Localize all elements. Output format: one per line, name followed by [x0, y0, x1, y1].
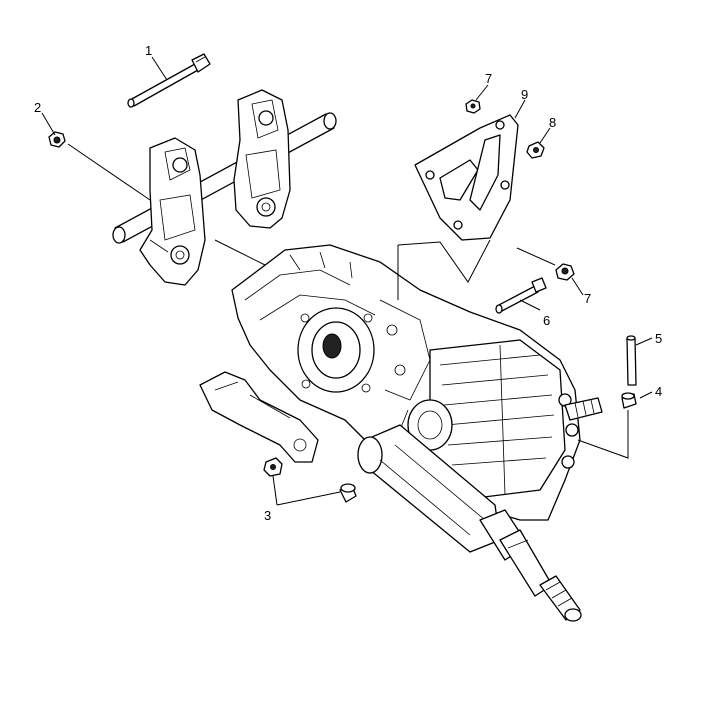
- part-8-bolt: [526, 141, 545, 159]
- callout-3: 3: [264, 508, 271, 523]
- part-9-plate: [414, 114, 519, 241]
- callout-2: 2: [34, 100, 41, 115]
- output-housing-and-axle: [357, 424, 582, 622]
- part-4-bushing: [621, 392, 637, 409]
- callout-5: 5: [655, 331, 662, 346]
- callout-8: 8: [549, 115, 556, 130]
- part-1-bolt: [127, 53, 211, 108]
- callout-9: 9: [521, 87, 528, 102]
- part-7-nut-lower: [555, 263, 575, 281]
- callout-4: 4: [655, 384, 662, 399]
- leader-lines: [41, 56, 653, 506]
- part-3-bracket: [199, 371, 319, 463]
- callout-1: 1: [145, 43, 152, 58]
- mounting-shaft: [112, 112, 337, 244]
- part-3-bolt-b: [339, 483, 357, 503]
- left-mounting-bracket: [139, 137, 206, 286]
- part-5-pin: [626, 335, 637, 386]
- part-7-nut-upper: [465, 99, 481, 114]
- callout-7-upper: 7: [485, 71, 492, 86]
- part-6-bolt: [495, 277, 547, 314]
- transaxle-housing: [231, 244, 603, 521]
- callout-6: 6: [543, 313, 550, 328]
- part-2-nut: [48, 131, 66, 148]
- part-3-bolt-a: [263, 457, 283, 477]
- callout-7-lower: 7: [584, 291, 591, 306]
- right-mounting-bracket: [233, 89, 291, 229]
